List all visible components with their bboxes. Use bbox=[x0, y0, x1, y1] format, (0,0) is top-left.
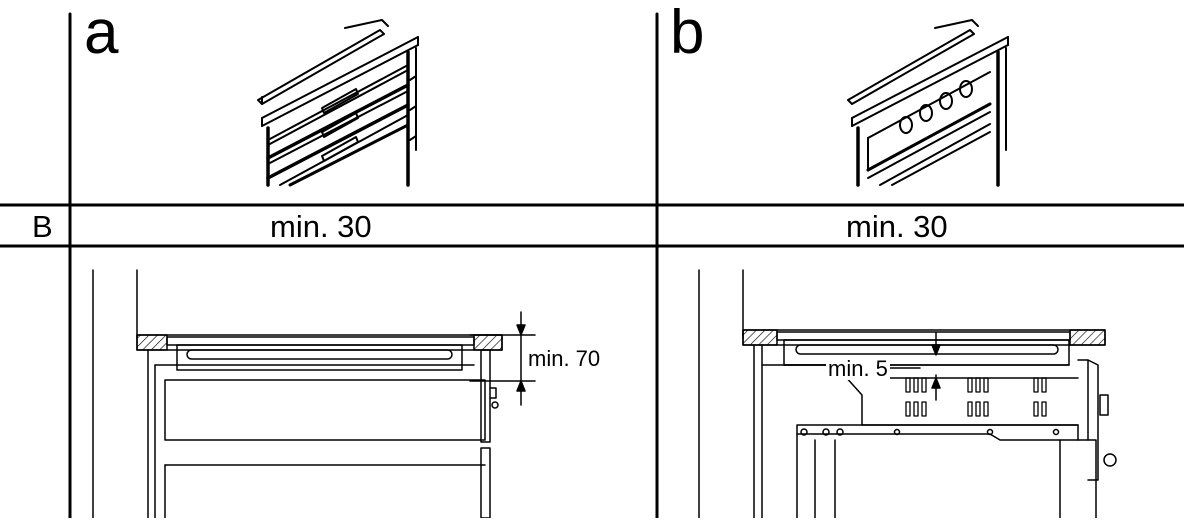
row-label: B bbox=[32, 209, 53, 244]
oven-cabinet-illustration bbox=[847, 19, 1009, 187]
panel-b-min-label: min. 30 bbox=[846, 209, 948, 244]
grid-lines bbox=[0, 12, 1184, 520]
drawer-section-illustration bbox=[92, 269, 536, 519]
panel-a-letter: a bbox=[84, 0, 119, 67]
panel-b-letter: b bbox=[670, 0, 705, 67]
oven-section-illustration bbox=[698, 269, 1117, 519]
drawer-cabinet-illustration bbox=[257, 19, 419, 187]
panel-a-detail-dimension: min. 70 bbox=[528, 346, 601, 371]
panel-a-min-label: min. 30 bbox=[270, 209, 372, 244]
panel-b-detail-dimension: min. 5 bbox=[826, 356, 890, 381]
